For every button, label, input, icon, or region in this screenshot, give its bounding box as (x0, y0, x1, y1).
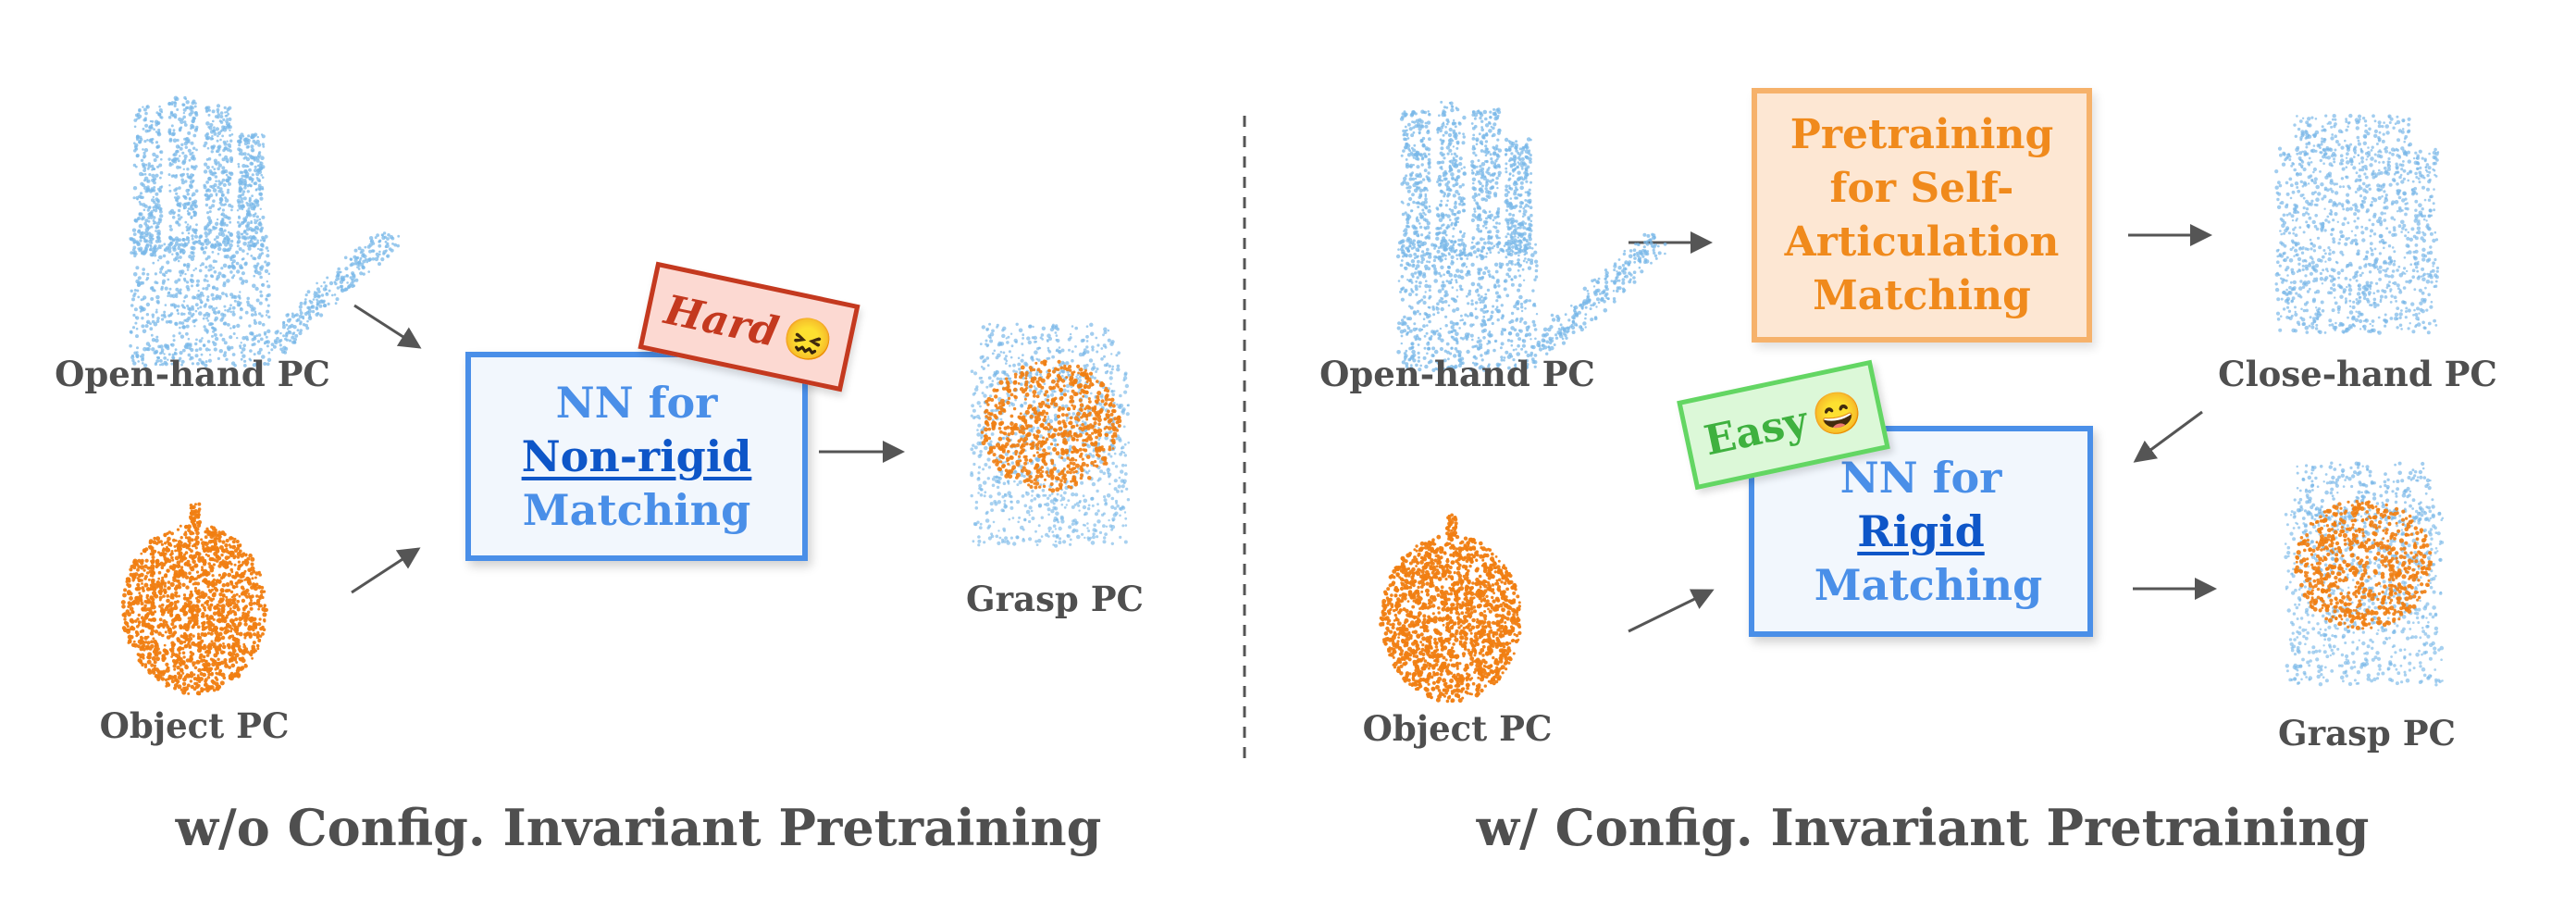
hard-tag-text: Hard (660, 285, 783, 356)
right-close-hand-label: Close-hand PC (2218, 354, 2497, 394)
pretrain-line-4: Matching (1813, 271, 2031, 319)
pretrain-line-2: for Self- (1829, 164, 2014, 212)
right-nn-line2: Rigid Matching (1754, 505, 2087, 612)
arrow-object-to-nn-right (1628, 589, 1715, 633)
right-grasp-label: Grasp PC (2278, 713, 2456, 754)
left-open-hand-label: Open-hand PC (55, 354, 330, 394)
left-grasp-pointcloud (970, 322, 1131, 548)
pretrain-line-1: Pretraining (1790, 110, 2054, 158)
left-nn-box: NN for Non-rigid Matching (465, 352, 808, 561)
right-object-pointcloud (1379, 513, 1522, 704)
right-nn-box: NN for Rigid Matching (1749, 426, 2093, 637)
right-grasp-pointcloud (2284, 461, 2445, 687)
right-open-hand-label: Open-hand PC (1319, 354, 1595, 394)
right-nn-keyword: Rigid (1857, 506, 1985, 556)
right-close-hand-pointcloud (2274, 113, 2440, 335)
left-object-pointcloud (120, 502, 268, 696)
easy-tag-emoji: 😄 (1807, 385, 1867, 442)
right-object-label: Object PC (1362, 708, 1553, 749)
hard-tag-emoji: 😖 (777, 311, 838, 368)
left-nn-keyword: Non-rigid (521, 431, 752, 481)
right-nn-line1: NN for (1839, 453, 2002, 503)
pretrain-box: Pretraining for Self- Articulation Match… (1752, 88, 2092, 343)
right-nn-line2-rest: Matching (1799, 560, 2043, 610)
right-title: w/ Config. Invariant Pretraining (1476, 798, 2370, 857)
arrow-closehand-to-nn (2133, 410, 2203, 463)
easy-tag-text: Easy (1700, 396, 1813, 465)
left-open-hand-pointcloud (129, 95, 401, 368)
left-grasp-label: Grasp PC (966, 579, 1144, 619)
pretrain-line-3: Articulation (1784, 218, 2060, 266)
right-open-hand-pointcloud (1395, 100, 1667, 372)
left-nn-line3: Matching (522, 485, 751, 535)
left-object-label: Object PC (99, 705, 290, 746)
arrow-openhand-to-nn (353, 304, 422, 349)
left-title: w/o Config. Invariant Pretraining (175, 798, 1102, 857)
left-nn-line1: NN for (555, 378, 718, 428)
arrow-object-to-nn (351, 547, 421, 594)
